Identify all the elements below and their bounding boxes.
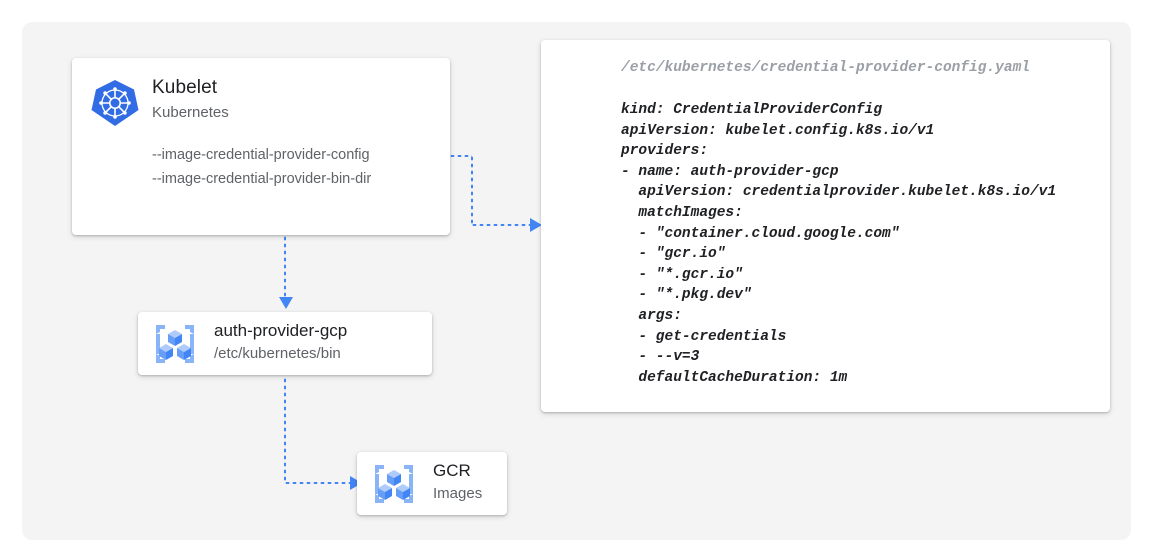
connector-segment-h2 [471,224,533,226]
kubelet-card[interactable]: Kubelet Kubernetes --image-credential-pr… [72,58,450,235]
arrowhead-right-icon [530,218,542,232]
credential-provider-config-card[interactable]: /etc/kubernetes/credential-provider-conf… [541,40,1110,412]
auth-provider-gcp-title: auth-provider-gcp [214,321,348,340]
auth-provider-gcp-path: /etc/kubernetes/bin [214,345,341,362]
kubelet-flag-image-credential-provider-config: --image-credential-provider-config [152,147,370,163]
gcp-container-registry-icon [150,319,200,369]
gcr-subtitle: Images [433,485,483,502]
connector-segment-v [471,155,473,225]
connector-segment-h [284,482,352,484]
kubelet-flag-image-credential-provider-bin-dir: --image-credential-provider-bin-dir [152,171,372,187]
connector-segment-v [284,214,286,298]
gcr-card[interactable]: GCR Images [357,452,507,515]
kubelet-title: Kubelet [152,77,218,98]
connector-segment-v [284,377,286,483]
gcr-title: GCR [433,461,471,480]
kubelet-subtitle: Kubernetes [152,104,229,121]
arrowhead-down-icon [279,297,293,309]
kubernetes-logo-icon [90,78,140,128]
gcp-container-registry-icon [369,459,419,509]
auth-provider-gcp-card[interactable]: auth-provider-gcp /etc/kubernetes/bin [138,312,432,375]
config-file-path: /etc/kubernetes/credential-provider-conf… [621,60,1030,76]
config-yaml-body: kind: CredentialProviderConfig apiVersio… [621,102,1057,386]
